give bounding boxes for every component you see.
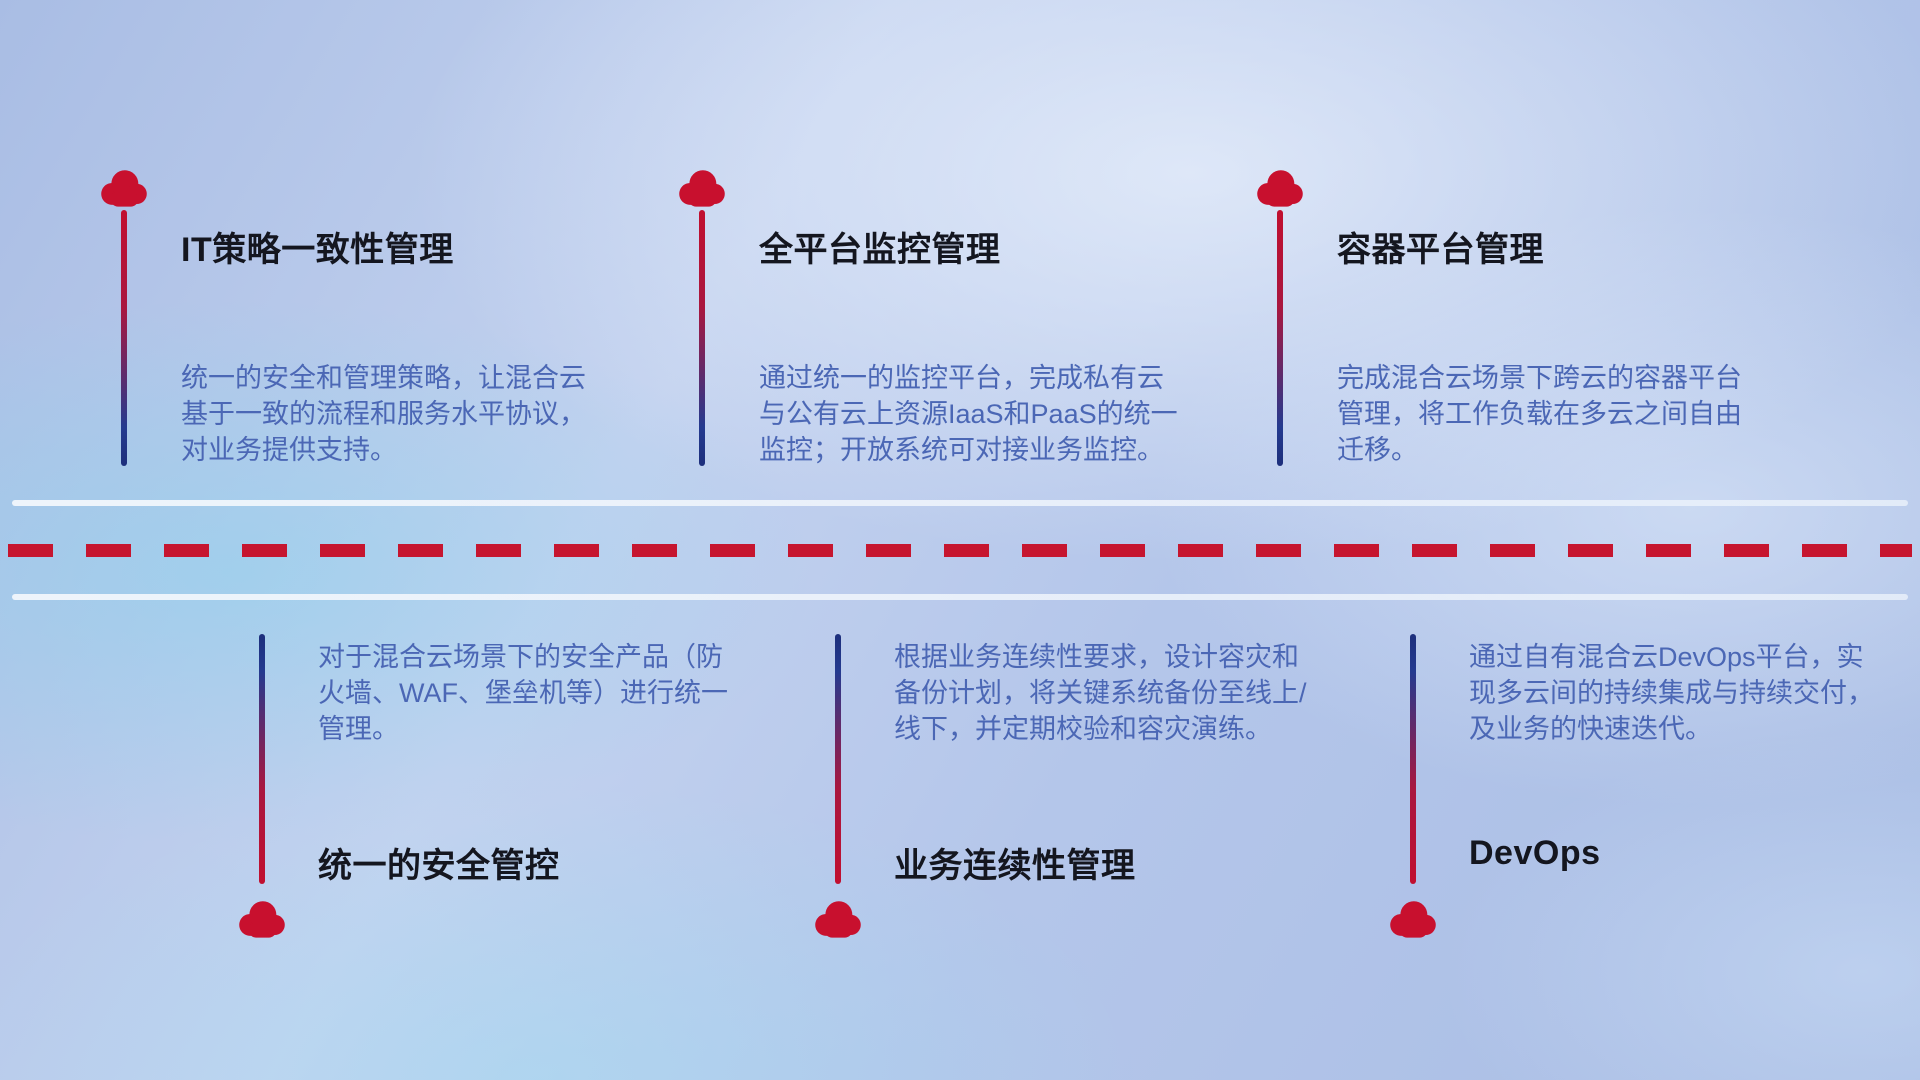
timeline-pole-bottom-2: [811, 634, 865, 938]
feature-description-monitoring: 通过统一的监控平台，完成私有云与公有云上资源IaaS和PaaS的统一监控；开放系…: [759, 363, 1178, 465]
cloud-icon: [239, 901, 285, 938]
divider-line-bottom: [12, 594, 1908, 600]
feature-title-security: 统一的安全管控: [318, 847, 560, 885]
feature-title-devops: DevOps: [1469, 834, 1601, 872]
timeline-line: [1277, 210, 1283, 466]
timeline-line: [121, 210, 127, 466]
feature-title-monitoring: 全平台监控管理: [759, 231, 1001, 269]
feature-description-it-policy: 统一的安全和管理策略，让混合云基于一致的流程和服务水平协议，对业务提供支持。: [181, 363, 586, 465]
timeline-pole-bottom-3: [1386, 634, 1440, 938]
timeline-pole-top-3: [1253, 169, 1307, 466]
timeline-pole-bottom-1: [235, 634, 289, 938]
cloud-icon: [1257, 170, 1303, 207]
divider-line-top: [12, 500, 1908, 506]
cloud-icon: [1390, 901, 1436, 938]
timeline-line: [1410, 634, 1416, 884]
cloud-icon: [815, 901, 861, 938]
timeline-line: [259, 634, 265, 884]
feature-description-devops: 通过自有混合云DevOps平台，实现多云间的持续集成与持续交付，及业务的快速迭代…: [1469, 642, 1874, 744]
feature-description-security: 对于混合云场景下的安全产品（防火墙、WAF、堡垒机等）进行统一管理。: [318, 642, 728, 744]
timeline-line: [699, 210, 705, 466]
feature-description-continuity: 根据业务连续性要求，设计容灾和备份计划，将关键系统备份至线上/线下，并定期校验和…: [894, 642, 1307, 744]
feature-title-container: 容器平台管理: [1337, 231, 1544, 269]
timeline-line: [835, 634, 841, 884]
feature-title-continuity: 业务连续性管理: [894, 847, 1136, 885]
timeline-pole-top-2: [675, 169, 729, 466]
timeline-pole-top-1: [97, 169, 151, 466]
divider-dashed-line: [8, 544, 1912, 557]
cloud-icon: [679, 170, 725, 207]
feature-title-it-policy: IT策略一致性管理: [181, 231, 454, 269]
cloud-icon: [101, 170, 147, 207]
feature-description-container: 完成混合云场景下跨云的容器平台管理，将工作负载在多云之间自由迁移。: [1337, 363, 1742, 465]
